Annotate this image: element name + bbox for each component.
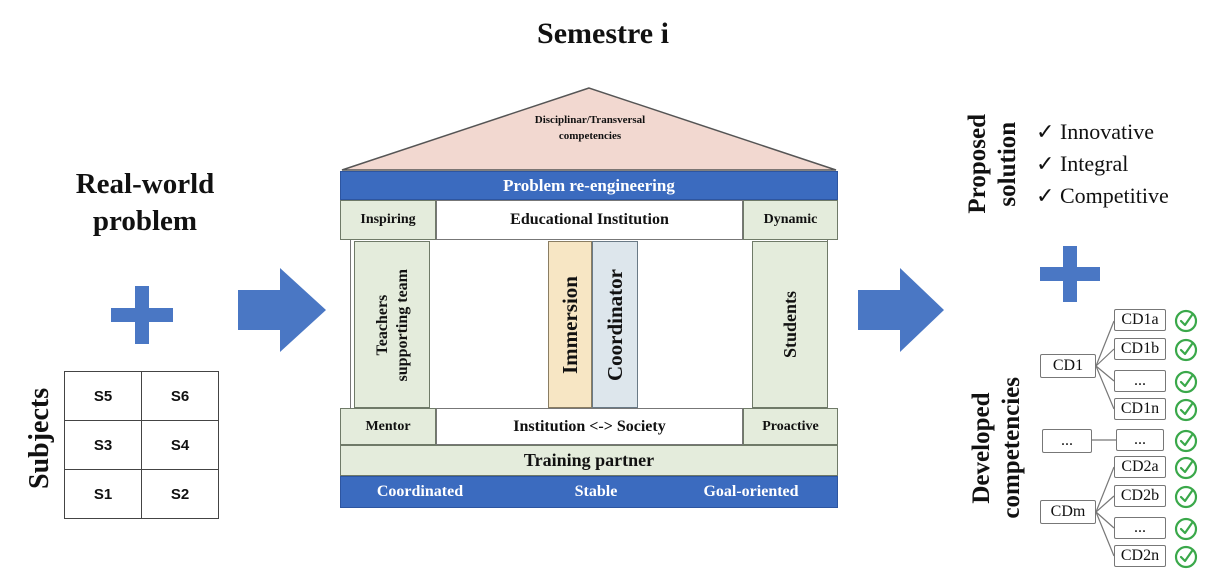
subjects-grid: S5 S6 S3 S4 S1 S2	[64, 371, 219, 519]
ellipsis-child-box: ...	[1116, 429, 1164, 451]
check-circle-icon	[1174, 456, 1198, 480]
check-mark-icon: ✓	[1036, 151, 1055, 176]
check-circle-icon	[1174, 485, 1198, 509]
solution-item: ✓ Innovative	[1036, 119, 1155, 144]
subject-cell: S6	[141, 371, 219, 421]
check-circle-icon	[1174, 429, 1198, 453]
cd2-ellipsis-box: ...	[1114, 517, 1166, 539]
check-circle-icon	[1174, 398, 1198, 422]
teachers-label-line1: Teachers	[374, 295, 391, 356]
teachers-label-line2: supporting team	[394, 269, 411, 382]
check-circle-icon	[1174, 545, 1198, 569]
subject-cell: S3	[64, 420, 142, 470]
cd1n-box: CD1n	[1114, 398, 1166, 420]
students-label: Students	[779, 290, 800, 359]
problem-title-line1: Real-world	[75, 167, 215, 200]
check-circle-icon	[1174, 338, 1198, 362]
inspiring-box: Inspiring	[340, 200, 436, 240]
solution-item: ✓ Competitive	[1036, 183, 1169, 208]
check-circle-icon	[1174, 517, 1198, 541]
base-coordinated: Coordinated	[376, 483, 464, 500]
plus-icon	[1040, 246, 1100, 302]
check-circle-icons	[1174, 309, 1198, 569]
proposed-line1: Proposed	[964, 114, 991, 214]
cd2n-box: CD2n	[1114, 545, 1166, 567]
roof-label-line2: competencies	[558, 130, 622, 142]
developed-competencies-label: Developed competencies	[962, 330, 1032, 566]
proposed-solution-label: Proposed solution	[958, 98, 1028, 230]
subject-cell: S2	[141, 469, 219, 519]
developed-line2: competencies	[998, 377, 1025, 519]
coordinator-label: Coordinator	[602, 268, 627, 381]
cd1b-box: CD1b	[1114, 338, 1166, 360]
cd2a-box: CD2a	[1114, 456, 1166, 478]
institution-society-box: Institution <-> Society	[436, 408, 743, 445]
immersion-pillar: Immersion	[548, 241, 592, 408]
roof-shape	[341, 87, 837, 171]
check-mark-icon: ✓	[1036, 119, 1055, 144]
cd1a-box: CD1a	[1114, 309, 1166, 331]
educational-institution-box: Educational Institution	[436, 200, 743, 240]
subjects-row: S5 S6	[64, 371, 219, 421]
dynamic-box: Dynamic	[743, 200, 838, 240]
page-title: Semestre i	[537, 17, 669, 50]
teachers-pillar: Teachers supporting team	[354, 241, 430, 408]
coordinator-pillar: Coordinator	[592, 241, 638, 408]
mentor-box: Mentor	[340, 408, 436, 445]
base-stable: Stable	[574, 483, 618, 500]
problem-title-line2: problem	[92, 204, 198, 237]
check-mark-icon: ✓	[1036, 183, 1055, 208]
solution-list: ✓ Innovative ✓ Integral ✓ Competitive	[1036, 116, 1169, 212]
arrow-right-icon	[858, 268, 944, 352]
problem-reengineering-band: Problem re-engineering	[340, 171, 838, 200]
subjects-label: Subjects	[24, 387, 55, 489]
cd1-ellipsis-box: ...	[1114, 370, 1166, 392]
subjects-row: S1 S2	[64, 469, 219, 519]
base-goal-oriented: Goal-oriented	[703, 483, 799, 500]
developed-line1: Developed	[968, 392, 995, 504]
solution-item: ✓ Integral	[1036, 151, 1129, 176]
subject-cell: S1	[64, 469, 142, 519]
base-band: Coordinated Stable Goal-oriented	[340, 476, 838, 508]
arrow-right-icon	[238, 268, 326, 352]
cd2b-box: CD2b	[1114, 485, 1166, 507]
roof-label-line1: Disciplinar/Transversal	[534, 114, 646, 126]
plus-icon	[111, 286, 173, 344]
proposed-line2: solution	[994, 121, 1021, 207]
proactive-box: Proactive	[743, 408, 838, 445]
immersion-label: Immersion	[557, 275, 582, 374]
subject-cell: S5	[64, 371, 142, 421]
check-circle-icon	[1174, 309, 1198, 333]
subjects-row: S3 S4	[64, 420, 219, 470]
check-circle-icon	[1174, 370, 1198, 394]
students-pillar: Students	[752, 241, 828, 408]
ellipsis-parent-box: ...	[1042, 429, 1092, 453]
cdm-box: CDm	[1040, 500, 1096, 524]
training-partner-band: Training partner	[340, 445, 838, 476]
competency-tree-lines	[1092, 320, 1116, 557]
cd1-box: CD1	[1040, 354, 1096, 378]
subject-cell: S4	[141, 420, 219, 470]
